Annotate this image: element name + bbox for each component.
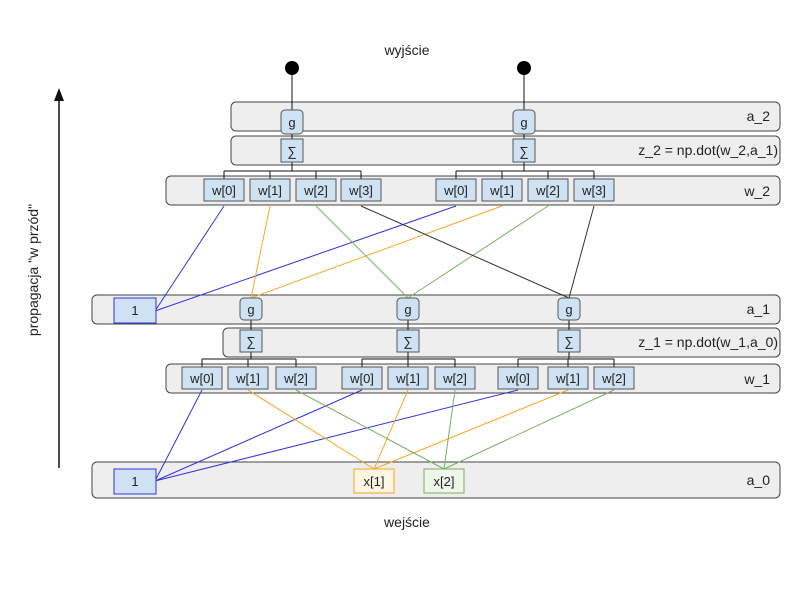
layer-label-a1: a_1 <box>747 301 771 317</box>
direction-arrow-head <box>54 88 64 101</box>
svg-text:w[0]: w[0] <box>211 183 236 198</box>
layer-label-z1: z_1 = np.dot(w_1,a_0) <box>638 334 778 350</box>
svg-text:w[1]: w[1] <box>235 371 260 386</box>
layer-label-a2: a_2 <box>747 108 771 124</box>
svg-text:w[1]: w[1] <box>257 183 282 198</box>
sum-label: ∑ <box>287 144 296 159</box>
weight-w1-n3-2: w[2] <box>593 366 635 390</box>
svg-text:x[1]: x[1] <box>364 474 385 489</box>
svg-text:w[1]: w[1] <box>489 183 514 198</box>
edge-bias1-w2-n1 <box>154 205 225 312</box>
svg-text:∑: ∑ <box>403 334 412 349</box>
weight-w1-n2-2: w[2] <box>434 366 476 390</box>
edge-g3-w2-n2 <box>568 205 595 299</box>
bias-node-a0: 1 <box>113 468 157 495</box>
svg-text:w[0]: w[0] <box>189 371 214 386</box>
svg-text:w[1]: w[1] <box>555 371 580 386</box>
panel-a2 <box>230 101 781 132</box>
edge-g2-w2-n2 <box>407 205 549 299</box>
activation-node-a2-1: g <box>280 109 304 135</box>
activation-node-a2-2: g <box>512 109 536 135</box>
weight-w1-n1-1: w[1] <box>227 366 269 390</box>
svg-text:1: 1 <box>131 474 138 489</box>
edge-x2-w1-n2 <box>443 389 456 470</box>
svg-text:∑: ∑ <box>246 334 255 349</box>
output-dot-2 <box>517 61 531 75</box>
edge-x1-w1-n2 <box>373 389 409 470</box>
svg-text:g: g <box>247 302 254 317</box>
svg-text:w[0]: w[0] <box>349 371 374 386</box>
weight-w1-n3-1: w[1] <box>547 366 589 390</box>
panel-a1 <box>91 294 781 325</box>
panel-z2 <box>230 135 781 166</box>
edge-bias0-w1-n3 <box>154 389 519 482</box>
svg-text:w[3]: w[3] <box>581 183 606 198</box>
sum-node-z2-1: ∑ <box>280 138 304 163</box>
input-node-x1: x[1] <box>353 468 395 494</box>
activation-node-a1-3: g <box>557 297 581 321</box>
sum-label: ∑ <box>519 144 528 159</box>
svg-text:x[2]: x[2] <box>434 474 455 489</box>
weight-w2-n2-1: w[1] <box>481 178 523 202</box>
svg-text:g: g <box>404 302 411 317</box>
weight-w2-n2-2: w[2] <box>527 178 569 202</box>
sum-node-z1-2: ∑ <box>396 329 420 353</box>
panel-z1 <box>222 327 781 358</box>
input-node-x2: x[2] <box>423 468 465 494</box>
svg-text:1: 1 <box>131 303 138 318</box>
output-dot-1 <box>285 61 299 75</box>
edge-x2-w1-n3 <box>443 389 615 470</box>
svg-text:w[1]: w[1] <box>395 371 420 386</box>
svg-text:w[0]: w[0] <box>443 183 468 198</box>
svg-text:w[2]: w[2] <box>303 183 328 198</box>
weight-w2-n1-1: w[1] <box>249 178 291 202</box>
weight-w2-n1-3: w[3] <box>340 178 382 202</box>
weight-w2-n1-0: w[0] <box>203 178 245 202</box>
activation-node-a1-1: g <box>239 297 263 321</box>
activation-node-a1-2: g <box>396 297 420 321</box>
weight-w1-n2-0: w[0] <box>341 366 383 390</box>
edge-x2-w1-n1 <box>295 389 445 470</box>
sum-node-z1-3: ∑ <box>557 329 581 353</box>
edge-g3-w2-n1 <box>360 205 570 299</box>
svg-text:w[0]: w[0] <box>505 371 530 386</box>
weight-w1-n2-1: w[1] <box>387 366 429 390</box>
svg-text:w[2]: w[2] <box>442 371 467 386</box>
weight-w2-n1-2: w[2] <box>295 178 337 202</box>
layer-label-w1: w_1 <box>743 371 770 387</box>
activation-label: g <box>520 115 527 130</box>
svg-text:w[3]: w[3] <box>348 183 373 198</box>
weight-w1-n1-0: w[0] <box>181 366 223 390</box>
svg-text:w[2]: w[2] <box>601 371 626 386</box>
weight-w1-n3-0: w[0] <box>497 366 539 390</box>
weight-w2-n2-0: w[0] <box>435 178 477 202</box>
layer-label-a0: a_0 <box>747 472 771 488</box>
edge-g2-w2-n1 <box>315 205 409 299</box>
sum-node-z2-2: ∑ <box>512 138 536 163</box>
edge-x1-w1-n3 <box>373 389 569 470</box>
svg-text:w[2]: w[2] <box>535 183 560 198</box>
input-label: wejście <box>383 514 430 530</box>
weight-w2-n2-3: w[3] <box>573 178 615 202</box>
edge-bias1-w2-n2 <box>154 205 457 312</box>
edge-g1-w2-n2 <box>250 205 503 299</box>
direction-label: propagacja "w przód" <box>25 204 41 336</box>
layer-label-z2: z_2 = np.dot(w_2,a_1) <box>638 142 778 158</box>
activation-label: g <box>288 115 295 130</box>
svg-text:∑: ∑ <box>564 334 573 349</box>
output-label: wyjście <box>383 42 429 58</box>
bias-node-a1: 1 <box>113 297 157 324</box>
sum-node-z1-1: ∑ <box>239 329 263 353</box>
edge-bias0-w1-n2 <box>154 389 363 482</box>
edge-g1-w2-n1 <box>250 205 271 299</box>
edge-x1-w1-n1 <box>247 389 375 470</box>
svg-text:w[2]: w[2] <box>283 371 308 386</box>
svg-text:g: g <box>565 302 572 317</box>
weight-w1-n1-2: w[2] <box>275 366 317 390</box>
edge-bias0-w1-n1 <box>154 389 203 482</box>
layer-label-w2: w_2 <box>743 183 770 199</box>
